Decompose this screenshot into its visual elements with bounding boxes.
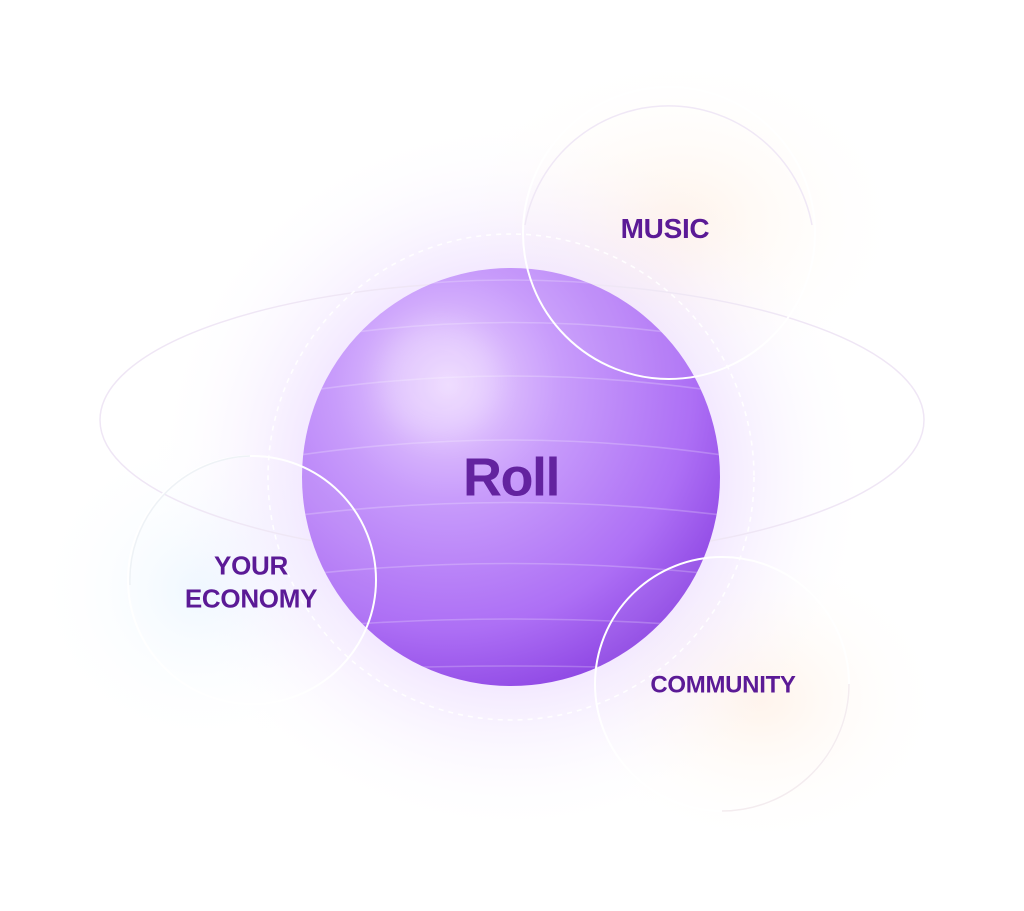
- music-circle-edge: [524, 105, 813, 226]
- node-label-music: MUSIC: [620, 213, 710, 245]
- music-circle: [522, 86, 816, 380]
- node-label-economy-line2: ECONOMY: [184, 583, 318, 613]
- node-label-economy-line1: YOUR: [214, 550, 288, 581]
- dashed-orbit: [267, 233, 755, 721]
- node-label-economy: YOUR ECONOMY: [184, 550, 318, 615]
- center-label: Roll: [463, 447, 561, 508]
- community-circle-edge: [721, 683, 850, 812]
- node-label-community: COMMUNITY: [650, 671, 796, 699]
- economy-circle-edge: [129, 455, 251, 586]
- economy-circle: [127, 455, 377, 705]
